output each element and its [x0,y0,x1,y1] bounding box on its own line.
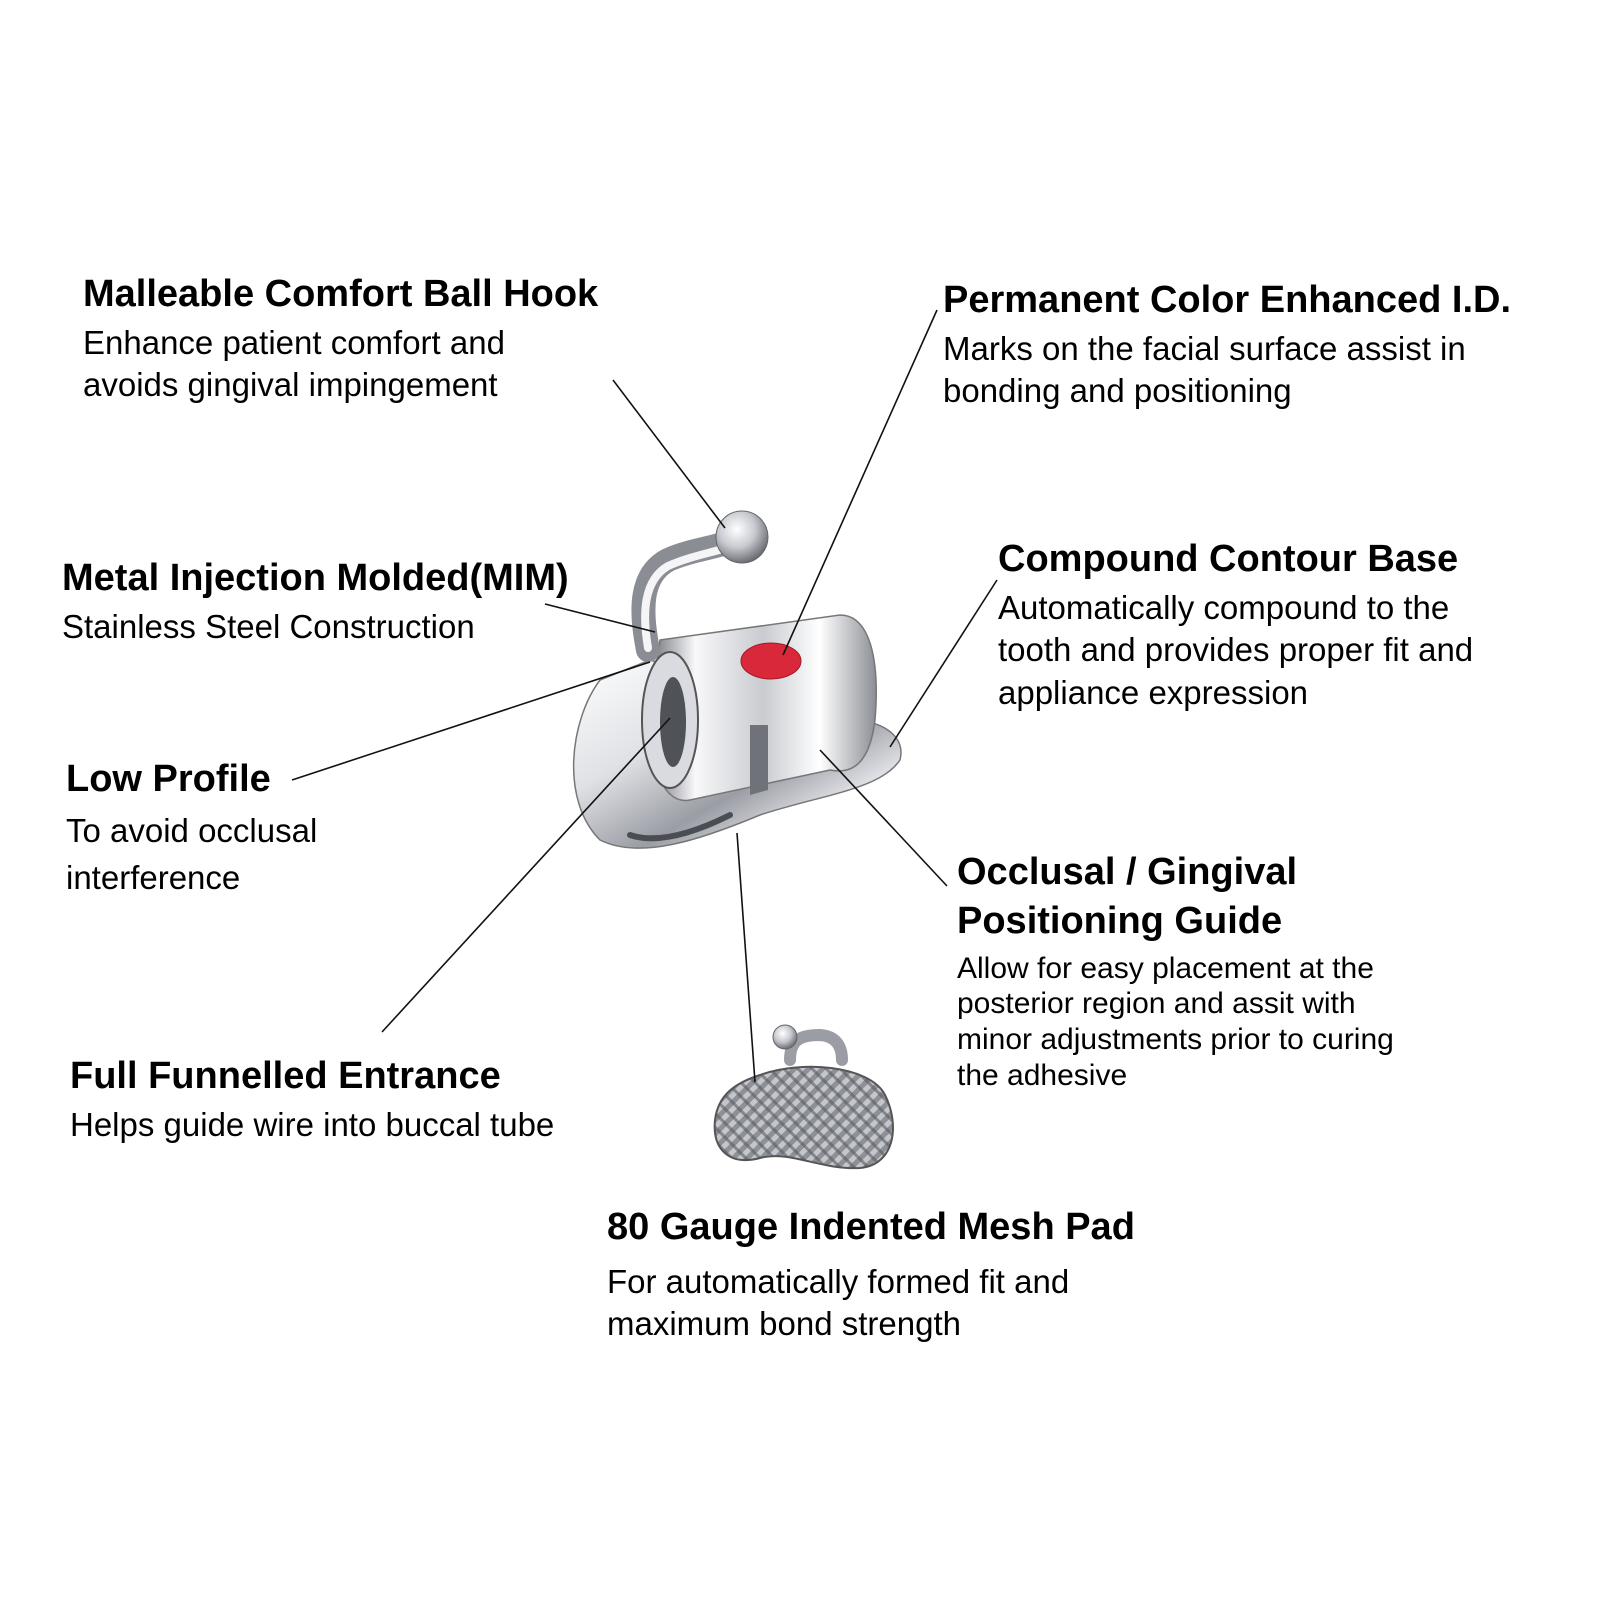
feature-mesh-pad: 80 Gauge Indented Mesh Pad For automatic… [607,1205,1135,1346]
feature-title: Malleable Comfort Ball Hook [83,273,599,315]
leader-color-id [782,309,938,656]
feature-mim: Metal Injection Molded(MIM) Stainless St… [62,556,569,648]
feature-title: 80 Gauge Indented Mesh Pad [607,1206,1135,1248]
color-id-mark [740,642,802,680]
leader-mim [544,603,656,633]
feature-funnelled-entrance: Full Funnelled Entrance Helps guide wire… [70,1054,554,1146]
feature-title: Metal Injection Molded(MIM) [62,557,569,599]
feature-ball-hook: Malleable Comfort Ball Hook Enhance pati… [83,272,598,407]
tube-base-shadow [627,812,733,842]
feature-positioning-guide: Occlusal / Gingival Positioning Guide Al… [957,848,1394,1094]
feature-description: Marks on the facial surface assist in bo… [943,329,1466,410]
feature-description: To avoid occlusal interference [66,811,318,897]
leader-positioning-guide [819,749,948,887]
mesh-pad-ball [772,1024,798,1050]
mesh-pad-icon [713,1024,894,1170]
tube-lumen [660,677,686,767]
feature-title: Full Funnelled Entrance [70,1055,501,1097]
feature-description: Automatically compound to the tooth and … [998,588,1474,712]
feature-title: Low Profile [66,758,271,800]
leader-ball-hook [612,379,726,529]
feature-title: Permanent Color Enhanced I.D. [943,279,1511,321]
feature-description: Stainless Steel Construction [62,607,475,645]
feature-description: Allow for easy placement at the posterio… [957,951,1394,1092]
leader-low-profile [291,661,651,781]
hook-stem-highlight [641,542,736,652]
feature-title: Occlusal / Gingival Positioning Guide [957,851,1298,943]
mesh-pad-hook [784,1028,848,1066]
feature-description: Enhance patient comfort and avoids gingi… [83,323,505,404]
leader-funnelled-entrance [381,717,671,1033]
mesh-pad [713,1065,894,1170]
feature-description: Helps guide wire into buccal tube [70,1105,555,1143]
leader-mesh-pad [736,832,756,1083]
buccal-tube-icon [573,510,902,849]
leader-contour-base [889,579,998,748]
ball-hook [715,510,769,564]
positioning-notch [750,725,768,795]
feature-description: For automatically formed fit and maximum… [607,1262,1070,1343]
feature-contour-base: Compound Contour Base Automatically comp… [998,537,1473,715]
feature-low-profile: Low Profile To avoid occlusal interferen… [66,757,317,902]
feature-title: Compound Contour Base [998,538,1459,580]
feature-color-id: Permanent Color Enhanced I.D. Marks on t… [943,278,1511,413]
